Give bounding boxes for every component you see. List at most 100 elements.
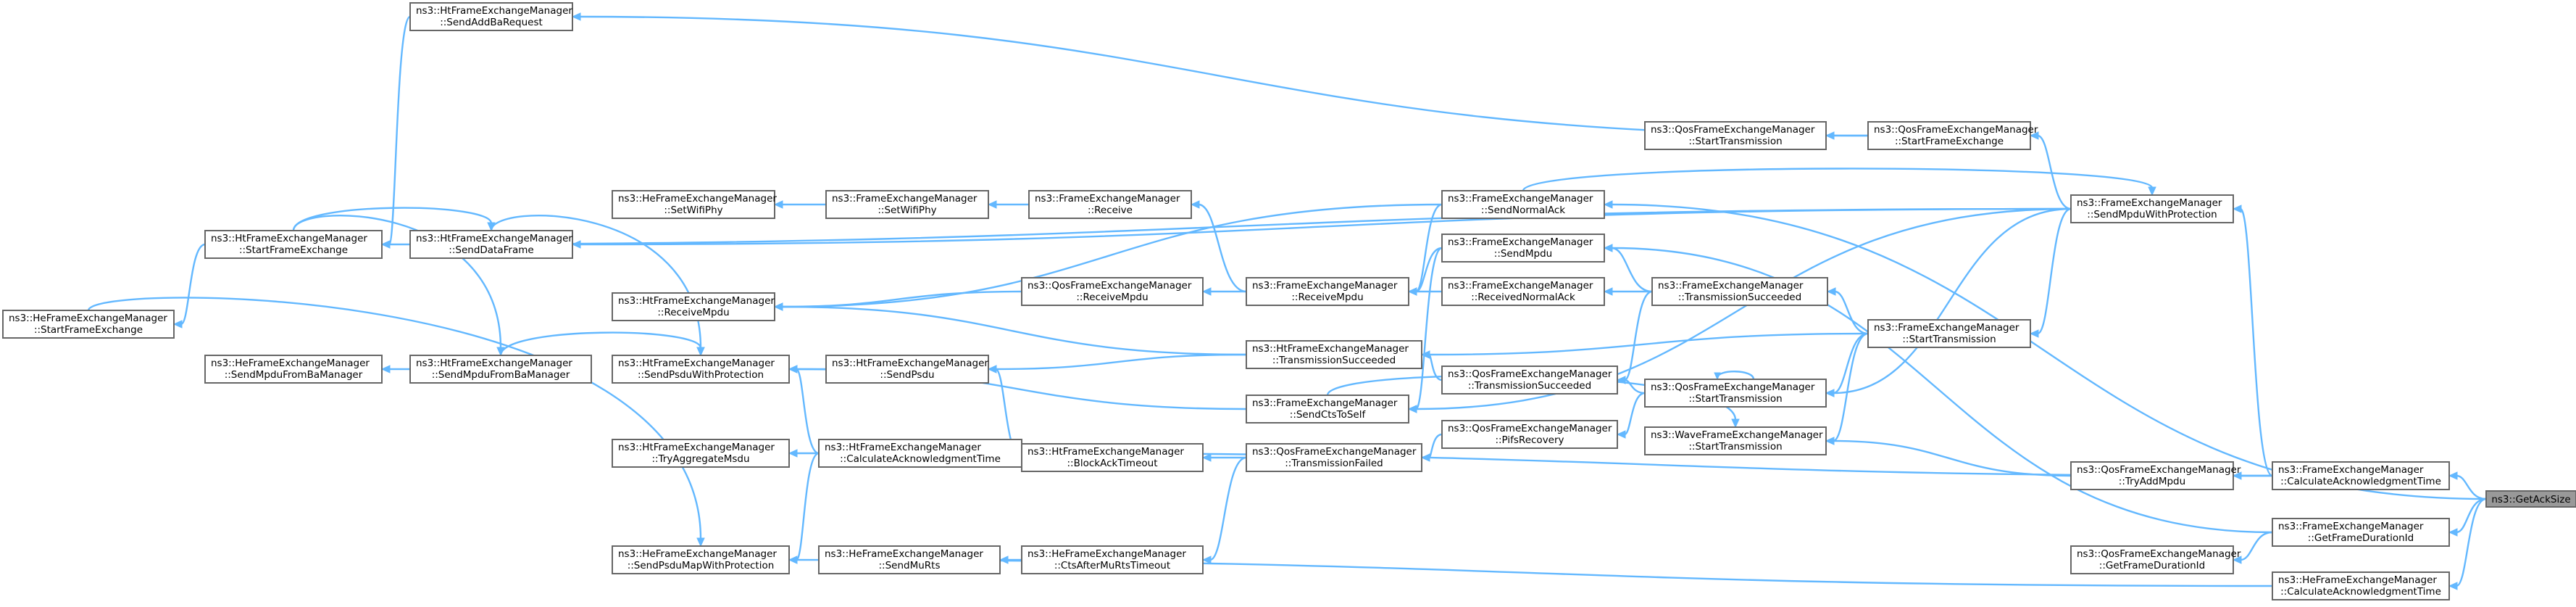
node-getacksize: ns3::GetAckSize	[2485, 490, 2576, 508]
node-label: ::StartTransmission	[1688, 136, 1782, 147]
node-htfem_receivempdu[interactable]: ns3::HtFrameExchangeManager::ReceiveMpdu	[612, 292, 775, 321]
node-label: ns3::HtFrameExchangeManager	[416, 5, 572, 17]
node-fem_sendmpdu[interactable]: ns3::FrameExchangeManager::SendMpdu	[1441, 234, 1605, 263]
node-label: ::StartTransmission	[1688, 441, 1782, 453]
edge-hefem_startfe-to-hefem_sendpsdumap	[87, 297, 705, 548]
edge-qfem_starttx-to-qfem_starttx	[1714, 371, 1755, 381]
edge-qfem_pifs-to-qfem_txfailed	[1420, 433, 1443, 462]
node-htfem_senddataframe[interactable]: ns3::HtFrameExchangeManager::SendDataFra…	[409, 230, 573, 259]
node-qfem_receivempdu[interactable]: ns3::QosFrameExchangeManager::ReceiveMpd…	[1021, 277, 1204, 306]
node-htfem_blockacktimeout[interactable]: ns3::HtFrameExchangeManager::BlockAckTim…	[1021, 443, 1204, 472]
node-qfem_txsucc[interactable]: ns3::QosFrameExchangeManager::Transmissi…	[1441, 366, 1618, 395]
edge-fem_starttx-to-wfem_starttx	[1825, 332, 1869, 445]
node-label: ::TryAddMpdu	[2119, 476, 2185, 487]
node-label: ns3::HeFrameExchangeManager	[211, 358, 370, 369]
node-label: ns3::FrameExchangeManager	[1448, 193, 1593, 205]
node-label: ns3::HeFrameExchangeManager	[825, 548, 983, 560]
node-qfem_tryadd[interactable]: ns3::QosFrameExchangeManager::TryAddMpdu	[2070, 461, 2241, 490]
node-label: ns3::QosFrameExchangeManager	[1252, 446, 1417, 458]
node-label: ns3::HeFrameExchangeManager	[618, 193, 777, 205]
node-label: ::SendMpduFromBaManager	[432, 369, 570, 381]
node-fem_receivempdu[interactable]: ns3::FrameExchangeManager::ReceiveMpdu	[1246, 277, 1409, 306]
node-fem_sendmpdu_prot[interactable]: ns3::FrameExchangeManager::SendMpduWithP…	[2070, 194, 2234, 223]
edge-fem_setwifiphy-to-hefem_setwifiphy	[773, 200, 827, 209]
node-label: ::SendMpduFromBaManager	[225, 369, 363, 381]
node-label: ::GetFrameDurationId	[2308, 532, 2414, 544]
edge-qfem_starttx-to-qfem_pifs	[1616, 392, 1646, 439]
node-label: ::StartFrameExchange	[34, 324, 143, 336]
node-hefem_sendmpdufromba[interactable]: ns3::HeFrameExchangeManager::SendMpduFro…	[204, 355, 383, 384]
node-label: ::ReceivedNormalAck	[1471, 292, 1575, 303]
edge-fem_sendmpdu_prot-to-qfem_startfe	[2029, 131, 2072, 210]
node-qfem_getdur[interactable]: ns3::QosFrameExchangeManager::GetFrameDu…	[2070, 545, 2241, 574]
node-fem_starttx[interactable]: ns3::FrameExchangeManager::StartTransmis…	[1867, 319, 2031, 348]
edge-htfem_txsucc-to-htfem_receivempdu	[773, 302, 1247, 356]
node-wfem_starttx[interactable]: ns3::WaveFrameExchangeManager::StartTran…	[1644, 426, 1827, 455]
node-label: ::SetWifiPhy	[664, 205, 722, 216]
node-label: ns3::FrameExchangeManager	[2077, 197, 2222, 209]
node-hefem_sendpsdumap[interactable]: ns3::HeFrameExchangeManager::SendPsduMap…	[612, 545, 790, 574]
node-fem_receive[interactable]: ns3::FrameExchangeManager::Receive	[1028, 190, 1192, 219]
edge-fem_receivempdu-to-fem_receive	[1190, 200, 1247, 293]
node-label: ::CtsAfterMuRtsTimeout	[1054, 560, 1170, 571]
node-htfem_txsucc[interactable]: ns3::HtFrameExchangeManager::Transmissio…	[1246, 340, 1422, 369]
node-label: ns3::QosFrameExchangeManager	[1448, 423, 1612, 434]
node-hefem_calcack[interactable]: ns3::HeFrameExchangeManager::CalculateAc…	[2272, 571, 2450, 600]
node-qfem_starttx[interactable]: ns3::QosFrameExchangeManager::StartTrans…	[1644, 379, 1827, 408]
edge-fem_getdur-to-qfem_getdur	[2232, 531, 2273, 564]
edge-htfem_startfe-to-htfem_senddataframe	[292, 207, 496, 232]
node-htfem_sendmpdufromba[interactable]: ns3::HtFrameExchangeManager::SendMpduFro…	[409, 355, 592, 384]
node-qfem_starttx2[interactable]: ns3::QosFrameExchangeManager::StartTrans…	[1644, 121, 1827, 150]
node-qfem_txfailed[interactable]: ns3::QosFrameExchangeManager::Transmissi…	[1246, 443, 1422, 472]
node-htfem_tryaggr[interactable]: ns3::HtFrameExchangeManager::TryAggregat…	[612, 439, 790, 468]
node-label: ns3::QosFrameExchangeManager	[1651, 381, 1815, 393]
node-label: ns3::FrameExchangeManager	[1658, 280, 1804, 292]
node-label: ::ReceiveMpdu	[1291, 292, 1363, 303]
node-fem_recvnormalack[interactable]: ns3::FrameExchangeManager::ReceivedNorma…	[1441, 277, 1605, 306]
edge-fem_sendmpdu_prot-to-qfem_starttx	[1825, 207, 2072, 397]
node-label: ::TransmissionSucceeded	[1272, 355, 1396, 366]
node-label: ::PifsRecovery	[1495, 434, 1564, 446]
node-label: ::SendAddBaRequest	[440, 17, 543, 28]
node-htfem_sendaddba[interactable]: ns3::HtFrameExchangeManager::SendAddBaRe…	[409, 2, 573, 31]
edge-htfem_sendaddba-to-htfem_startfe	[380, 15, 412, 249]
node-htfem_calcack[interactable]: ns3::HtFrameExchangeManager::CalculateAc…	[818, 439, 1022, 468]
node-label: ns3::QosFrameExchangeManager	[2077, 548, 2241, 560]
node-qfem_startfe[interactable]: ns3::QosFrameExchangeManager::StartFrame…	[1867, 121, 2038, 150]
edge-htfem_calcack-to-hefem_sendpsdumap	[788, 452, 820, 564]
node-htfem_sendpsdu[interactable]: ns3::HtFrameExchangeManager::SendPsdu	[825, 355, 989, 384]
node-hefem_ctsaftermurts[interactable]: ns3::HeFrameExchangeManager::CtsAfterMuR…	[1021, 545, 1204, 574]
node-fem_calcack[interactable]: ns3::FrameExchangeManager::CalculateAckn…	[2272, 461, 2450, 490]
node-label: ns3::QosFrameExchangeManager	[1028, 280, 1192, 292]
node-fem_sendctstoself[interactable]: ns3::FrameExchangeManager::SendCtsToSelf	[1246, 395, 1409, 424]
node-label: ::GetFrameDurationId	[2099, 560, 2205, 571]
edge-htfem_sendmpdufromba-to-hefem_sendmpdufromba	[380, 365, 411, 373]
node-hefem_setwifiphy[interactable]: ns3::HeFrameExchangeManager::SetWifiPhy	[612, 190, 777, 219]
node-label: ::CalculateAcknowledgmentTime	[2280, 586, 2441, 598]
edge-fem_sendmpdu-to-fem_receivempdu	[1407, 247, 1443, 296]
edge-fem_receive-to-fem_setwifiphy	[987, 200, 1030, 209]
node-label: ::StartTransmission	[1688, 393, 1782, 405]
node-label: ns3::HtFrameExchangeManager	[1028, 446, 1184, 458]
node-label: ::TryAggregateMsdu	[651, 453, 749, 465]
node-fem_getdur[interactable]: ns3::FrameExchangeManager::GetFrameDurat…	[2272, 518, 2450, 547]
node-label: ::SendCtsToSelf	[1290, 409, 1367, 421]
node-hefem_sendmurts[interactable]: ns3::HeFrameExchangeManager::SendMuRts	[818, 545, 1001, 574]
node-label: ::SendMuRts	[878, 560, 940, 571]
edge-qfem_txsucc-to-htfem_txsucc	[1420, 350, 1443, 381]
node-fem_setwifiphy[interactable]: ns3::FrameExchangeManager::SetWifiPhy	[825, 190, 989, 219]
node-fem_txsucc[interactable]: ns3::FrameExchangeManager::TransmissionS…	[1651, 277, 1828, 306]
node-qfem_pifs[interactable]: ns3::QosFrameExchangeManager::PifsRecove…	[1441, 420, 1618, 449]
node-label: ::TransmissionSucceeded	[1468, 380, 1591, 392]
node-htfem_sendpsdu_prot[interactable]: ns3::HtFrameExchangeManager::SendPsduWit…	[612, 355, 790, 384]
edge-getacksize-to-fem_getdur	[2448, 497, 2487, 537]
node-label: ::Receive	[1088, 205, 1133, 216]
node-htfem_startfe[interactable]: ns3::HtFrameExchangeManager::StartFrameE…	[204, 230, 383, 259]
node-label: ns3::QosFrameExchangeManager	[1448, 368, 1612, 380]
node-label: ns3::GetAckSize	[2491, 494, 2570, 505]
node-label: ::BlockAckTimeout	[1067, 458, 1158, 469]
node-fem_sendnormalack[interactable]: ns3::FrameExchangeManager::SendNormalAck	[1441, 190, 1605, 219]
node-hefem_startfe[interactable]: ns3::HeFrameExchangeManager::StartFrameE…	[2, 310, 175, 339]
node-label: ::TransmissionSucceeded	[1678, 292, 1801, 303]
node-label: ns3::QosFrameExchangeManager	[1651, 124, 1815, 136]
